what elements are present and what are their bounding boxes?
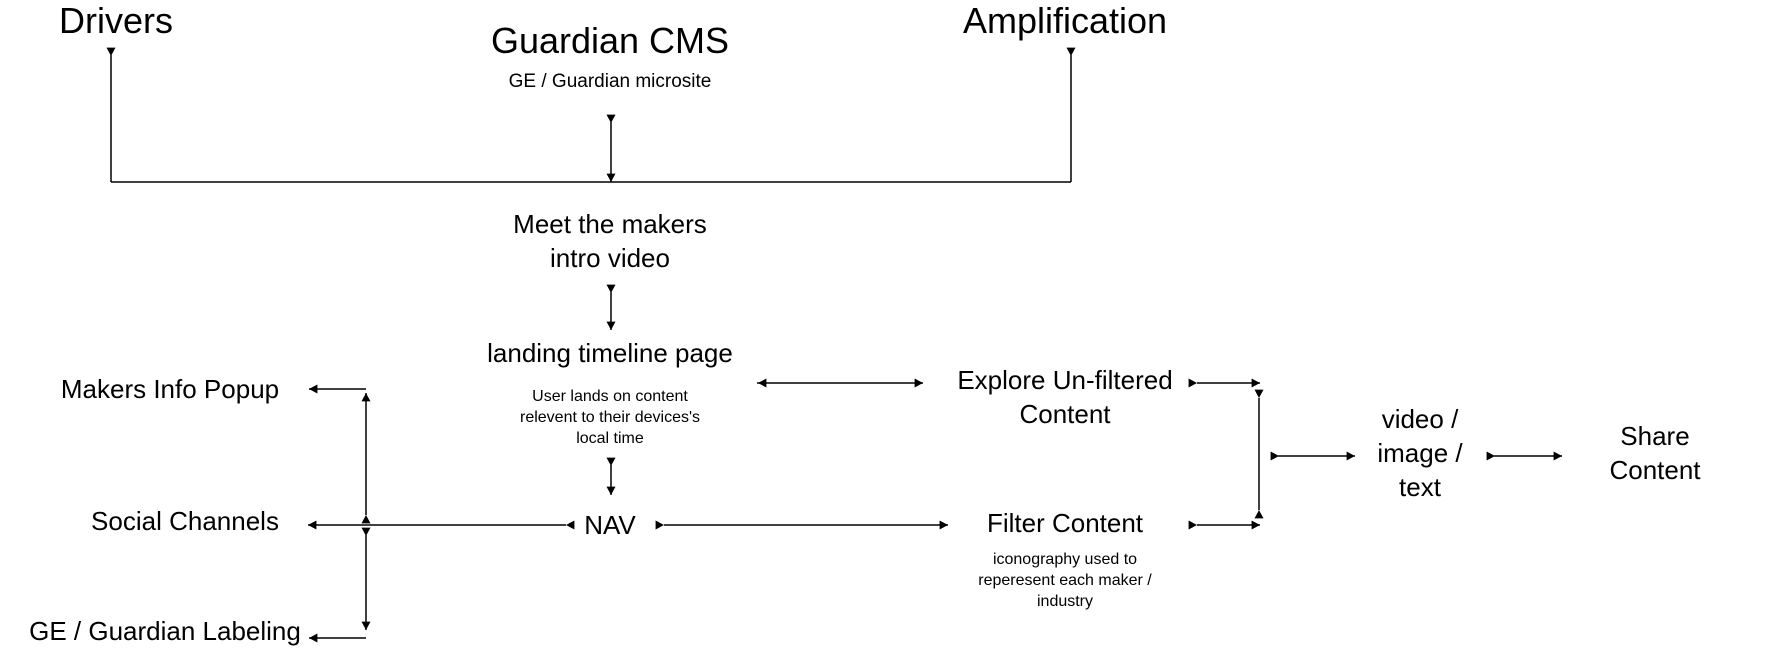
cms-arrowhead-top: [606, 114, 616, 123]
landing-to-explore-head-right: [914, 378, 923, 388]
node-filter-content-title: Filter Content: [986, 508, 1144, 538]
node-makers-info-popup: Makers Info Popup: [60, 374, 280, 404]
media-to-share-head-start: [1486, 451, 1495, 461]
intro-to-landing-head-top: [606, 284, 616, 293]
node-ge-guardian-labeling: GE / Guardian Labeling: [29, 616, 301, 646]
cms-arrowhead-bottom: [606, 173, 616, 182]
amplification-arrowhead: [1066, 47, 1076, 56]
merge-vertical-head-bottom: [1254, 510, 1264, 519]
merge-vertical-head-top: [1254, 389, 1264, 398]
social-to-labeling-head-top: [361, 527, 371, 536]
intro-to-landing-head-bottom: [606, 321, 616, 330]
explore-merge-head-start: [1188, 378, 1197, 388]
node-landing-timeline-desc: User lands on content relevent to their …: [519, 388, 701, 447]
node-drivers: Drivers: [59, 0, 173, 41]
nav-to-social-head-nav: [566, 520, 575, 530]
node-media-types: video / image / text: [1377, 404, 1463, 502]
node-amplification: Amplification: [962, 0, 1168, 41]
filter-merge-head-end: [1251, 520, 1260, 530]
explore-merge-head-end: [1251, 378, 1260, 388]
node-guardian-cms-title: Guardian CMS: [490, 20, 730, 61]
media-to-share-head-end: [1553, 451, 1562, 461]
node-share-content: Share Content: [1609, 421, 1701, 485]
landing-to-nav-head-bottom: [606, 486, 616, 495]
nav-to-social-head-left: [308, 520, 317, 530]
social-to-popup-head-top: [361, 393, 371, 402]
nav-to-filter-head-nav: [655, 520, 664, 530]
social-to-labeling-head-bottom: [361, 621, 371, 630]
nav-to-filter-head-right: [939, 520, 948, 530]
filter-merge-head-start: [1188, 520, 1197, 530]
merge-to-media-head-end: [1346, 451, 1355, 461]
landing-to-explore-head-left: [758, 378, 767, 388]
node-explore-unfiltered: Explore Un-filtered Content: [957, 365, 1173, 429]
labeling-connector-head: [309, 633, 318, 643]
merge-to-media-head-start: [1270, 451, 1279, 461]
node-nav: NAV: [584, 510, 636, 540]
popup-connector-head: [309, 384, 318, 394]
node-landing-timeline-title: landing timeline page: [487, 338, 733, 368]
landing-to-nav-head-top: [606, 457, 616, 466]
node-filter-content-desc: iconography used to reperesent each make…: [978, 551, 1152, 610]
node-intro-video: Meet the makers intro video: [513, 209, 707, 273]
node-social-channels: Social Channels: [91, 506, 279, 536]
social-to-popup-head-bottom: [361, 515, 371, 524]
drivers-arrowhead: [106, 47, 116, 56]
node-guardian-cms-subtitle: GE / Guardian microsite: [508, 71, 712, 92]
